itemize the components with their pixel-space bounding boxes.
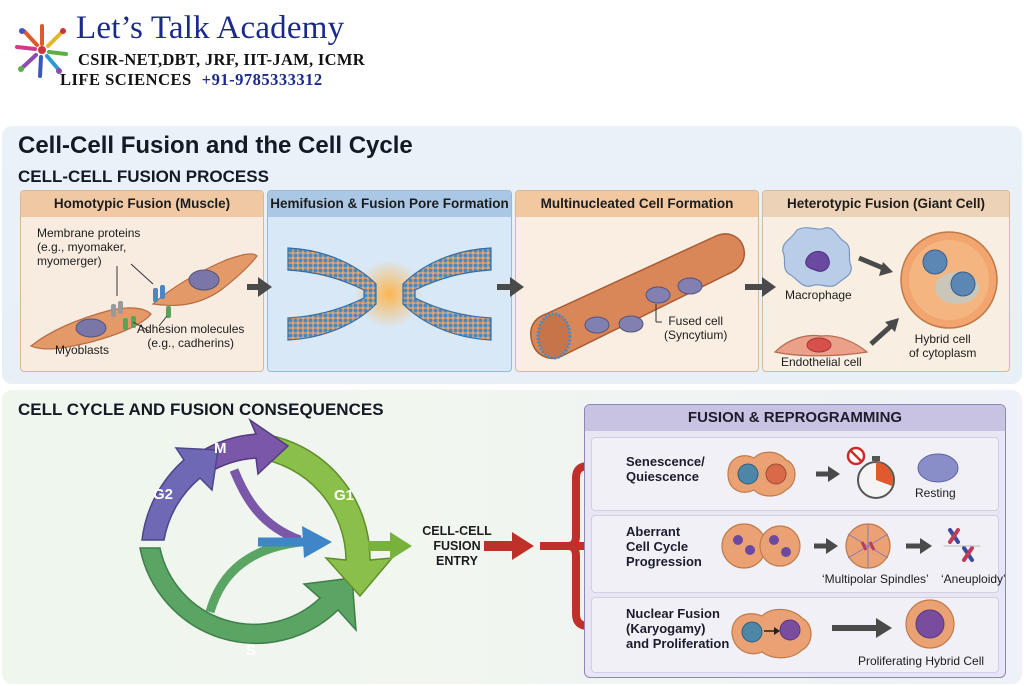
fusion-reprogramming-box: FUSION & REPROGRAMMING Senescence/ Quies… [584,404,1006,678]
arrow-to-stopwatch [816,466,840,482]
aberrant-illustration [721,523,981,569]
adhesion-molecules-label: Adhesion molecules (e.g., cadherins) [137,322,245,350]
row-nuclear-fusion-title: Nuclear Fusion (Karyogamy) and Prolifera… [626,606,730,651]
row-senescence-title: Senescence/ Quiescence [626,454,705,484]
arrow-to-hybrid-bottom [869,318,899,346]
stage-title: Heterotypic Fusion (Giant Cell) [763,191,1009,217]
resting-cell [917,453,959,483]
stage-multinucleated: Multinucleated Cell Formation Fused cell… [515,190,759,372]
academy-exams: CSIR-NET,DBT, JRF, IIT-JAM, ICMR [78,50,365,69]
resting-label: Resting [915,486,956,500]
proliferating-label: Proliferating Hybrid Cell [858,654,985,668]
section-heading-process: CELL-CELL FUSION PROCESS [18,167,269,186]
row-nuclear-fusion: Nuclear Fusion (Karyogamy) and Prolifera… [591,597,999,673]
no-symbol-icon [846,446,866,466]
stopwatch-icon [857,456,895,499]
row-senescence: Senescence/ Quiescence Resting [591,437,999,511]
arrow-to-proliferating [832,618,892,638]
aneuploidy-label: ‘Aneuploidy’ [941,572,1006,586]
academy-subject: LIFE SCIENCES [60,70,192,89]
fusion-pore-illustration [287,247,492,341]
academy-logo: Let’s Talk Academy CSIR-NET,DBT, JRF, II… [8,8,388,94]
row-aberrant-cycle: Aberrant Cell Cycle Progression [591,515,1005,593]
academy-subject-line: LIFE SCIENCES +91-9785333312 [60,70,323,90]
stage-title: Hemifusion & Fusion Pore Formation [268,191,511,217]
giant-cell-illustration [773,227,998,357]
arrow-to-aneuploidy [906,538,932,554]
stage-title: Multinucleated Cell Formation [516,191,758,217]
reprogramming-heading: FUSION & REPROGRAMMING [585,405,1005,431]
multipolar-label: ‘Multipolar Spindles’ [822,572,929,586]
hybrid-cell-label: Hybrid cell of cytoplasm [909,332,977,360]
syncytium-illustration [530,233,746,360]
logo-emblem-icon [15,24,68,78]
chromosome-icon [943,528,981,562]
arrow-to-hybrid-top [858,255,893,276]
fused-cell-label: Fused cell (Syncytium) [664,314,728,342]
myoblast-illustration [29,253,258,350]
phase-g1-label: G1 [334,487,355,504]
arrow-to-spindle [814,538,838,554]
myoblasts-label: Myoblasts [55,343,110,357]
fusion-entry-label: CELL-CELL FUSION ENTRY [422,524,492,568]
macrophage-label: Macrophage [785,288,852,302]
page-title: Cell-Cell Fusion and the Cell Cycle [18,132,413,159]
stage-title: Homotypic Fusion (Muscle) [21,191,263,217]
phase-m-label: M [214,440,227,457]
nuclear-fusion-illustration [731,599,955,659]
stage-homotypic-fusion: Homotypic Fusion (Muscle) Membrane prote… [20,190,264,372]
stage-heterotypic-fusion: Heterotypic Fusion (Giant Cell) [762,190,1010,372]
academy-phone: +91-9785333312 [201,70,323,89]
phase-s-label: S [246,642,257,659]
academy-name: Let’s Talk Academy [76,10,345,46]
stage-hemifusion: Hemifusion & Fusion Pore Formation [267,190,512,372]
endothelial-label: Endothelial cell [781,355,862,369]
section-heading-cycle: CELL CYCLE AND FUSION CONSEQUENCES [18,400,384,419]
phase-g2-label: G2 [153,486,174,503]
senescence-illustration [727,446,959,499]
membrane-proteins-label: Membrane proteins (e.g., myomaker, myome… [37,226,141,268]
row-aberrant-title: Aberrant Cell Cycle Progression [626,524,702,569]
